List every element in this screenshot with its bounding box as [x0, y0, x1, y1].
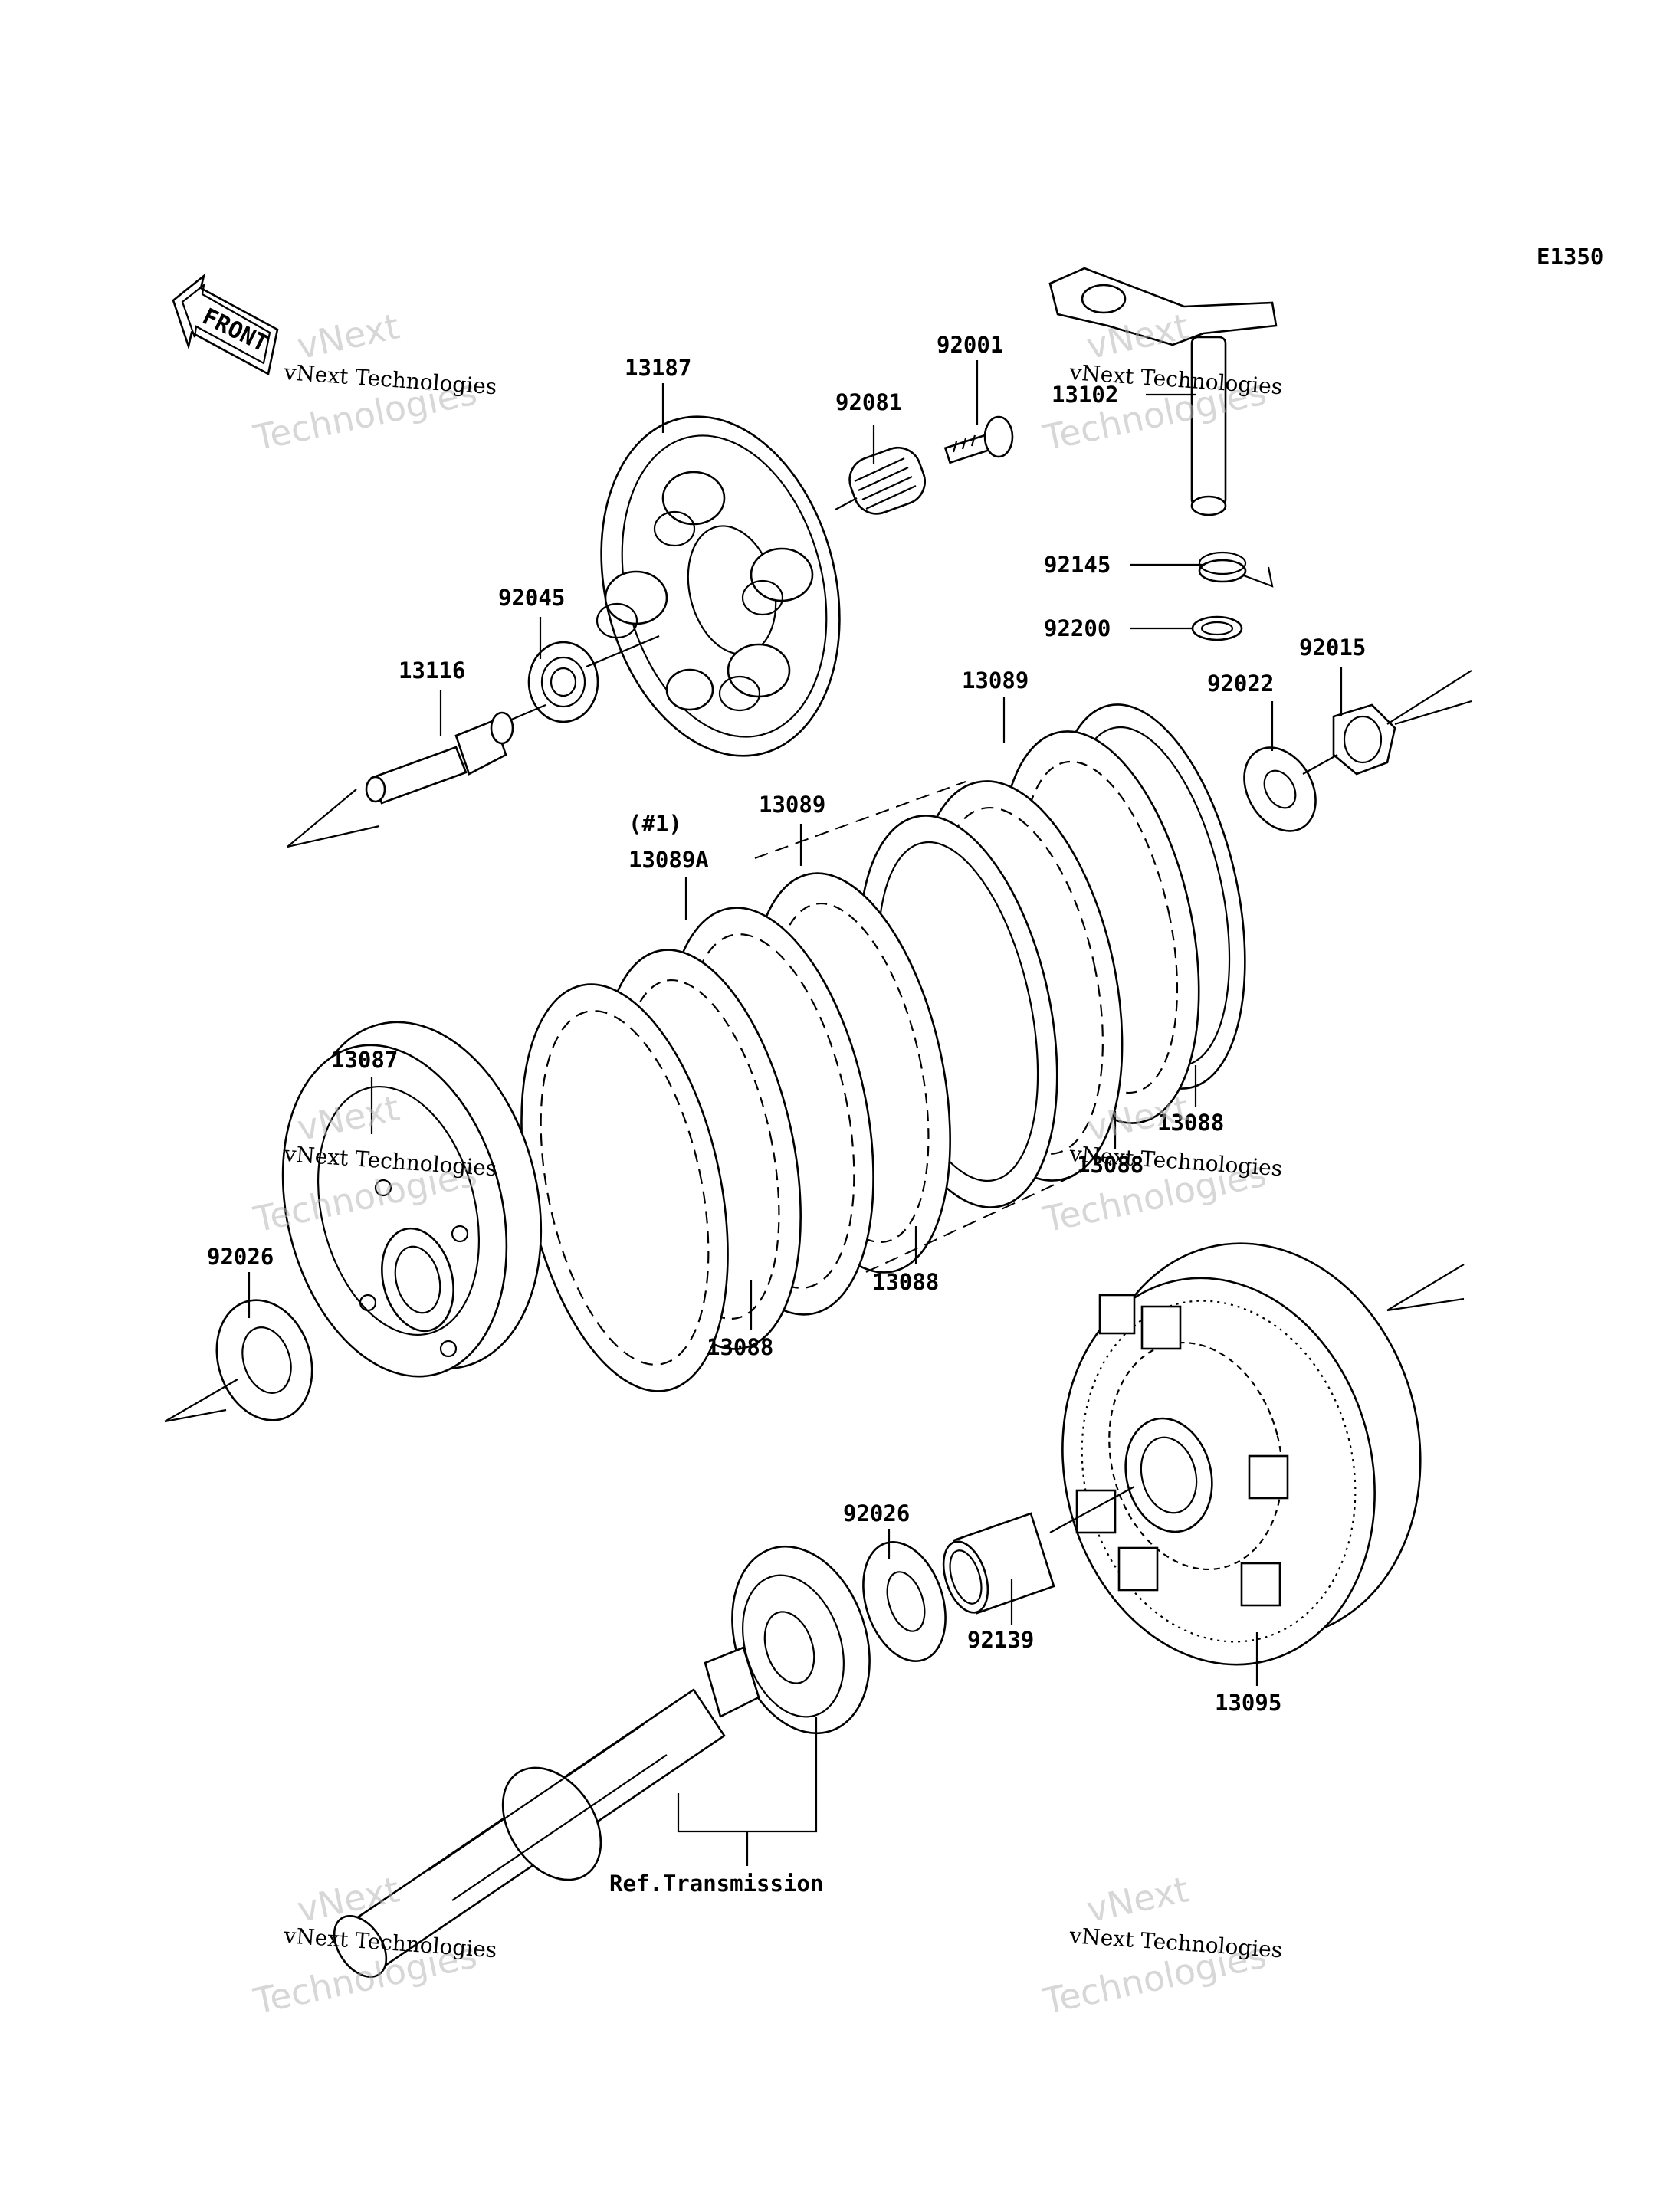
pressure-plate-13187	[596, 415, 841, 757]
label-13089-mid: 13089	[759, 792, 825, 818]
label-ref-transmission: Ref.Transmission	[609, 1871, 823, 1897]
label-92045: 92045	[498, 585, 565, 611]
washer-92026-left	[215, 1299, 313, 1421]
diagram-code: E1350	[1537, 244, 1603, 270]
label-92001: 92001	[937, 332, 1003, 358]
push-lever-13102	[1048, 267, 1278, 516]
push-rod-13116	[365, 711, 514, 805]
transmission-bearing	[731, 1545, 871, 1735]
clutch-hub-13087	[281, 1021, 543, 1378]
spring-92081	[848, 446, 926, 515]
sleeve-92139	[942, 1512, 1055, 1615]
transmission-shaft	[333, 1646, 760, 1978]
label-13102: 13102	[1052, 382, 1118, 408]
clutch-housing-13095	[1061, 1242, 1422, 1666]
leader-lines	[164, 360, 1472, 1686]
label-92081: 92081	[835, 389, 902, 415]
label-13089-top: 13089	[962, 667, 1029, 694]
label-13089A: 13089A	[628, 847, 709, 873]
spring-92145	[1198, 551, 1274, 588]
bearing-92045	[527, 641, 599, 723]
label-92026-right: 92026	[843, 1500, 910, 1526]
label-92015: 92015	[1299, 635, 1366, 661]
label-92022: 92022	[1207, 671, 1274, 697]
svg-text:vNext: vNext	[294, 305, 403, 367]
label-13095: 13095	[1215, 1690, 1281, 1716]
bolt-92001	[943, 415, 1014, 464]
label-13088-a: 13088	[1157, 1110, 1224, 1136]
label-13088-c: 13088	[872, 1269, 939, 1295]
washer-92026-right	[862, 1541, 947, 1662]
label-note-1: (#1)	[628, 811, 682, 837]
label-13187: 13187	[625, 355, 691, 381]
clutch-plates-stack	[520, 703, 1246, 1392]
label-13088-d: 13088	[707, 1334, 773, 1360]
front-direction-arrow: FRONT	[172, 273, 279, 375]
label-92145: 92145	[1044, 552, 1111, 578]
label-13088-b: 13088	[1077, 1152, 1144, 1178]
washer-92022	[1243, 746, 1317, 832]
label-13087: 13087	[331, 1047, 398, 1073]
nut-92015	[1332, 703, 1396, 776]
label-92026-left: 92026	[207, 1244, 274, 1270]
label-92200: 92200	[1044, 615, 1111, 641]
washer-92200	[1191, 615, 1243, 641]
svg-text:vNext: vNext	[1083, 1868, 1193, 1930]
label-92139: 92139	[967, 1627, 1034, 1653]
label-13116: 13116	[399, 657, 465, 684]
